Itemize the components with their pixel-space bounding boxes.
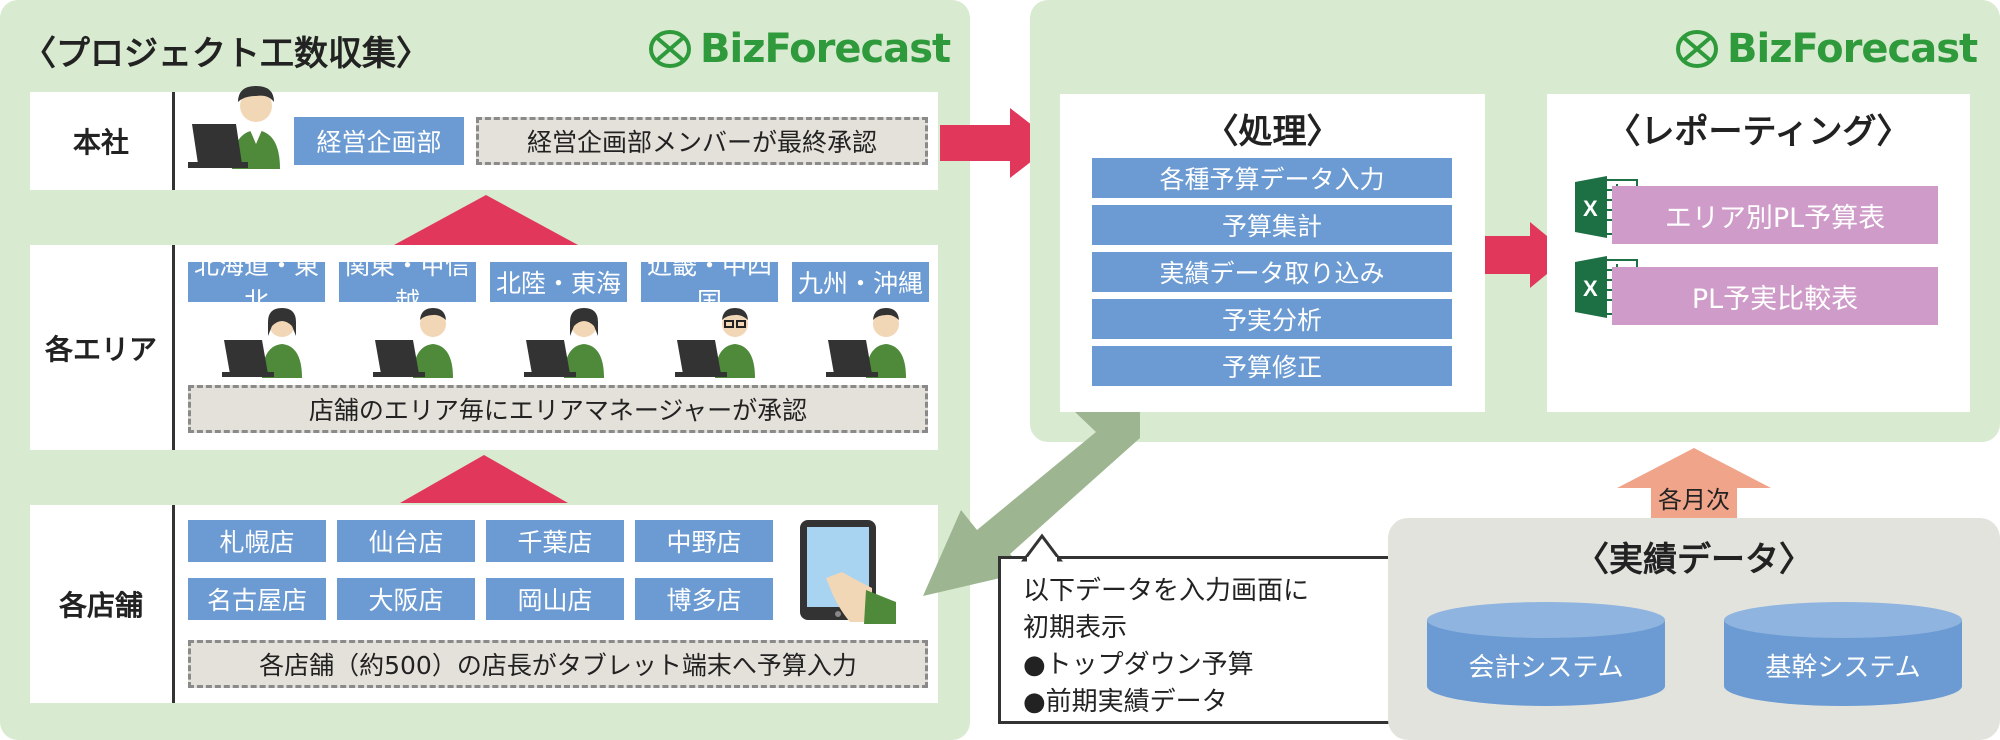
store-box: 中野店 xyxy=(635,520,773,562)
core-system-database-icon xyxy=(1724,602,1962,706)
region-box: 関東・甲信越 xyxy=(339,251,476,316)
reporting-title: 〈レポーティング〉 xyxy=(1606,111,1911,152)
area-label: 各エリア xyxy=(44,332,157,366)
logo-text: BizForecast xyxy=(1727,26,1978,72)
project-collection-title: 〈プロジェクト工数収集〉 xyxy=(22,34,430,74)
report-item-pl-comparison: PL予実比較表 xyxy=(1612,267,1938,325)
area-manager-icon xyxy=(524,308,604,378)
reporting-box xyxy=(1547,94,1970,412)
store-divider xyxy=(172,505,175,703)
callout-line: ●前期実績データ xyxy=(1023,687,1228,717)
area-note: 店舗のエリア毎にエリアマネージャーが承認 xyxy=(188,385,928,433)
bizforecast-logo-icon xyxy=(1676,30,1718,68)
store-box: 札幌店 xyxy=(188,520,326,562)
report-item-area-pl: エリア別PL予算表 xyxy=(1612,186,1938,244)
store-label: 各店舗 xyxy=(58,589,143,622)
region-box: 北陸・東海 xyxy=(490,262,627,302)
area-divider xyxy=(172,245,175,450)
monthly-up-arrow xyxy=(1617,448,1771,518)
area-manager-glasses-icon xyxy=(675,308,755,378)
logo-text: BizForecast xyxy=(700,26,951,72)
store-box: 千葉店 xyxy=(486,520,624,562)
region-box: 北海道・東北 xyxy=(188,251,325,316)
callout-pointer xyxy=(1021,533,1063,563)
honsha-note: 経営企画部メンバーが最終承認 xyxy=(476,117,928,165)
initial-data-callout: 以下データを入力画面に 初期表示 ●トップダウン予算 ●前期実績データ xyxy=(998,556,1413,724)
bizforecast-logo-icon xyxy=(649,30,691,68)
monthly-label: 各月次 xyxy=(1658,485,1730,514)
submit-right-arrow xyxy=(940,108,1055,178)
bizforecast-logo-right: BizForecast xyxy=(1675,26,1978,72)
processing-step: 予算修正 xyxy=(1092,346,1452,386)
store-box: 岡山店 xyxy=(486,578,624,620)
accounting-system-database-icon xyxy=(1427,602,1665,706)
svg-text:X: X xyxy=(1583,276,1598,301)
processing-step: 予算集計 xyxy=(1092,205,1452,245)
approval-up-arrow-2 xyxy=(400,455,568,503)
svg-text:X: X xyxy=(1583,196,1598,221)
actual-data-title: 〈実績データ〉 xyxy=(1575,539,1813,580)
processing-step: 各種予算データ入力 xyxy=(1092,158,1452,198)
manager-laptop-icon xyxy=(188,86,280,169)
honsha-label: 本社 xyxy=(72,126,129,159)
processing-step: 実績データ取り込み xyxy=(1092,252,1452,292)
store-box: 仙台店 xyxy=(337,520,475,562)
core-system-label: 基幹システム xyxy=(1765,652,1921,683)
area-manager-icon xyxy=(373,308,453,378)
store-note: 各店舗（約500）の店長がタブレット端末へ予算入力 xyxy=(188,640,928,688)
store-box: 名古屋店 xyxy=(188,578,326,620)
callout-line: ●トップダウン予算 xyxy=(1023,650,1254,680)
area-manager-icon xyxy=(222,308,302,378)
region-box: 九州・沖縄 xyxy=(792,262,929,302)
area-manager-icon xyxy=(826,308,906,378)
bizforecast-logo-left: BizForecast xyxy=(648,26,951,72)
callout-line: 初期表示 xyxy=(1023,613,1128,643)
dept-box: 経営企画部 xyxy=(294,117,464,165)
store-box: 博多店 xyxy=(635,578,773,620)
honsha-divider xyxy=(172,92,175,190)
tablet-icon xyxy=(800,520,896,624)
callout-line: 以下データを入力画面に xyxy=(1023,576,1310,606)
initial-data-arrow xyxy=(923,412,1140,596)
accounting-system-label: 会計システム xyxy=(1468,652,1624,683)
store-box: 大阪店 xyxy=(337,578,475,620)
region-box: 近畿・中四国 xyxy=(641,251,778,316)
processing-step: 予実分析 xyxy=(1092,299,1452,339)
processing-title: 〈処理〉 xyxy=(1204,111,1341,152)
approval-up-arrow-1 xyxy=(394,195,578,245)
